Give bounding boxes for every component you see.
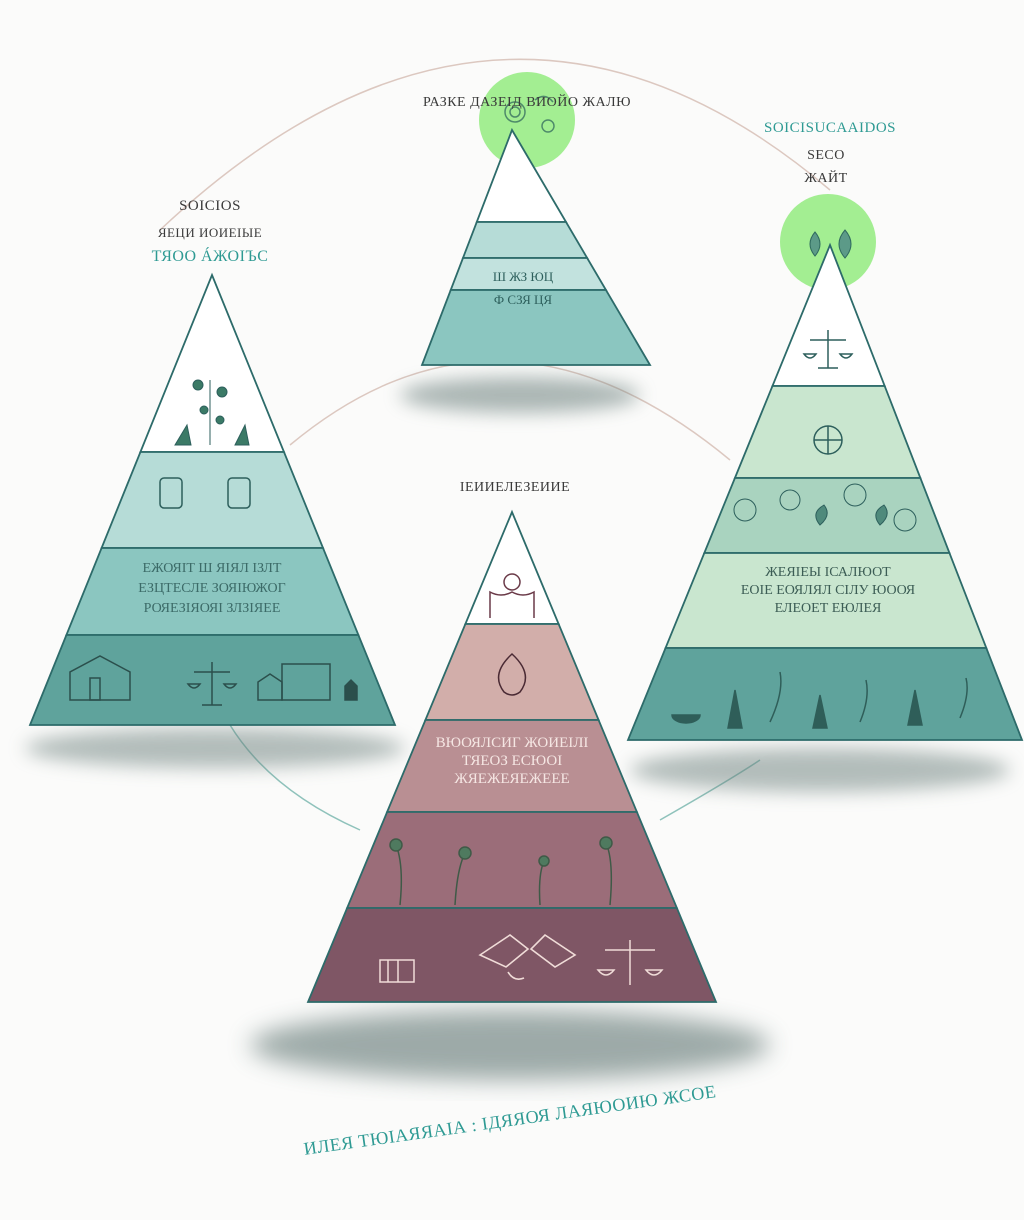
left-pyramid-title-line-2: ЯЕЦИ ИОИЕІЫЕ [157,225,263,240]
right-pyramid-subtitle-line-1: SECO [807,148,845,163]
plant-row-icons [389,836,613,906]
right-pyramid-shadow [630,748,1010,792]
center-band-label-3: ЖЯЕЖЕЯЕЖЕЕЕ [454,771,570,787]
top-band-label-1: Ш ЖЗ ЮЦ [492,269,554,284]
top-pyramid-band-2 [461,221,589,259]
top-glow-circle [479,72,575,168]
left-band-label-1: ЕЖОЯІТ Ш ЯІЯЛ ІЗЛТ [142,561,282,576]
fruit-icon [497,652,527,696]
globe-icon [813,425,843,455]
sprout-icons [671,671,968,729]
right-band-label-3: ЕЛЕОЕТ ЕЮЛЕЯ [774,601,882,616]
left-pyramid [28,272,397,726]
right-pyramid-subtitle-line-2: ЖАЙТ [804,171,848,186]
center-pyramid-shadow [250,1010,770,1080]
right-band-label-1: ЖЕЯІЕЫ ІСАЛЮОТ [765,565,891,580]
center-band-label-2: ТЯЕОЗ ЕСЮОІ [461,753,563,769]
right-pyramid-title: SOICISUCAAIDOS [763,120,897,136]
center-band-label-1: ВЮОЯЛСИГ ЖОИЕІЛІ [435,735,589,751]
right-band-label-2: ЕОІЕ ЕОЯЛЯЛ СІЛУ ЮООЯ [740,583,916,598]
leaf-cluster-icons [733,483,917,532]
outer-connecting-arc [159,58,831,231]
left-band-label-3: РОЯЕЗІЯОЯІ ЗЛЗІЯЕЕ [143,601,281,616]
left-pyramid-band-1 [139,272,286,453]
center-pyramid-band-2 [424,623,600,721]
top-pyramid [420,127,652,366]
houses-icons [69,655,358,701]
top-swirl-icon [504,95,555,133]
bottom-left-emblem-icon [379,959,415,983]
right-pyramid [626,242,1024,741]
left-pyramid-title-line-1: SOICIOS [179,198,241,214]
bottom-right-scales-icon [596,940,664,985]
left-band-label-2: ЕЗЦТЕСЛЕ ЗОЯІЮЖОГ [138,581,286,596]
handshake-icon [478,933,577,980]
right-leaf-icon [809,229,852,259]
left-pyramid-subtitle: ТЯОО ÁЖОІЪС [151,248,269,265]
center-pyramid-title: ІЕИИЕЛЕЗЕИИЕ [459,480,571,495]
right-glow-circle [780,194,876,290]
tree-icon [174,379,250,446]
left-scales-icon [186,662,238,706]
top-band-label-2: Ф СЗЯ ЦЯ [493,292,553,307]
hands-icons [159,477,251,509]
lightbulb-book-icon [489,573,535,618]
center-pyramid-band-4 [345,811,679,909]
top-pyramid-shadow [400,377,640,413]
scales-icon [802,330,854,369]
center-pyramid-band-5 [306,907,718,1003]
top-pyramid-band-4 [420,289,652,366]
center-pyramid [306,509,718,1003]
top-pyramid-title: РАЗКЕ ДАЗЕІД ВИОЙО ЖАЛЮ [422,95,632,110]
center-pyramid-band-1 [464,509,560,625]
left-pyramid-shadow [25,728,405,768]
right-pyramid-band-5 [626,647,1024,741]
left-pyramid-band-2 [100,451,325,549]
